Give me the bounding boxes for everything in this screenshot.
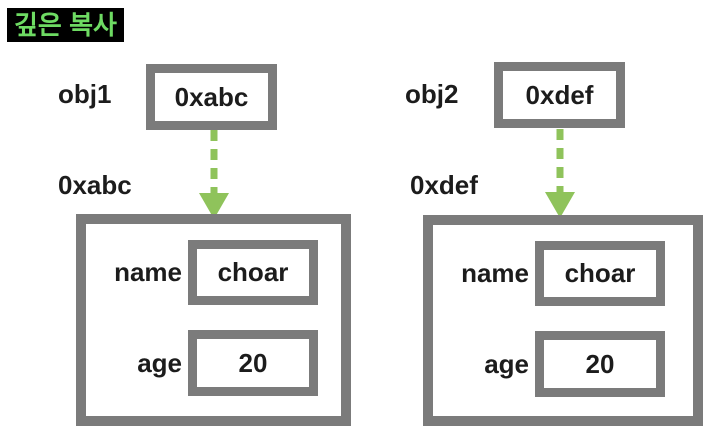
page-title: 깊은 복사	[7, 8, 124, 42]
field-name-label: name	[461, 258, 529, 288]
pointer-box-obj2: 0xdef	[494, 62, 625, 128]
pointer-value-obj2: 0xdef	[525, 79, 594, 110]
field-age-label: age	[484, 348, 529, 379]
field-age-value-box: 20	[188, 330, 318, 396]
variable-label-obj2: obj2	[405, 79, 459, 109]
field-name-value-box: choar	[535, 241, 665, 306]
field-name-value-box: choar	[188, 240, 318, 305]
pointer-box-obj1: 0xabc	[146, 64, 277, 130]
pointer-value-obj1: 0xabc	[174, 81, 249, 112]
field-age-value-box: 20	[535, 331, 665, 397]
heap-address-label-0xdef: 0xdef	[410, 170, 478, 200]
heap-object-box-0xabc: name choar age 20	[76, 214, 351, 426]
dashed-arrow-down-icon	[199, 130, 229, 219]
heap-object-box-0xdef: name choar age 20	[423, 215, 703, 426]
variable-label-obj1: obj1	[58, 79, 112, 109]
field-age-label: age	[137, 347, 182, 378]
heap-address-label-0xabc: 0xabc	[58, 170, 132, 200]
dashed-arrow-down-icon	[545, 129, 575, 218]
field-name-label: name	[114, 257, 182, 287]
